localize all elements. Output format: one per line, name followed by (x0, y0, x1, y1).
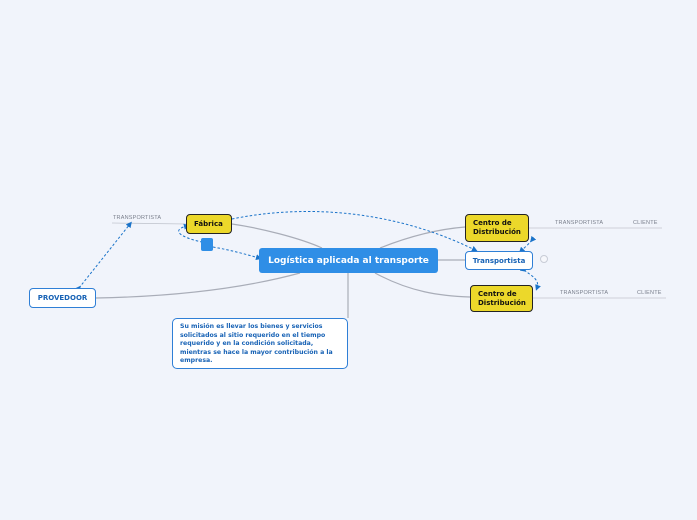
label-transportista-right-2: TRANSPORTISTA (560, 290, 609, 296)
node-centro-distribucion-2[interactable]: Centro de Distribución (470, 285, 533, 312)
node-fabrica[interactable]: Fábrica (186, 214, 232, 234)
node-transportista[interactable]: Transportista (465, 251, 533, 270)
collapse-icon[interactable] (540, 255, 548, 263)
node-provedoor[interactable]: PROVEDOOR (29, 288, 96, 308)
relation-toggle-central (212, 246, 262, 261)
branch-provedoor (95, 272, 301, 299)
label-transportista-right-1: TRANSPORTISTA (555, 220, 604, 226)
description-note[interactable]: Su misión es llevar los bienes y servici… (172, 318, 348, 369)
node-centro-distribucion-1[interactable]: Centro de Distribución (465, 214, 529, 242)
leaf-line-left (111, 222, 188, 225)
relation-provedoor-transportista (74, 221, 132, 293)
relation-fabrica-loop (178, 223, 208, 244)
label-transportista-left: TRANSPORTISTA (113, 215, 162, 221)
central-topic[interactable]: Logística aplicada al transporte (259, 248, 438, 273)
branch-centro1 (379, 226, 466, 249)
label-cliente-2: CLIENTE (637, 290, 662, 296)
branch-centro2 (374, 272, 471, 298)
label-cliente-1: CLIENTE (633, 220, 658, 226)
expand-toggle-button[interactable] (201, 238, 213, 251)
branch-fabrica (231, 223, 323, 249)
relation-transportista-centro2 (519, 265, 541, 291)
relation-centro1-transportista (518, 235, 537, 254)
